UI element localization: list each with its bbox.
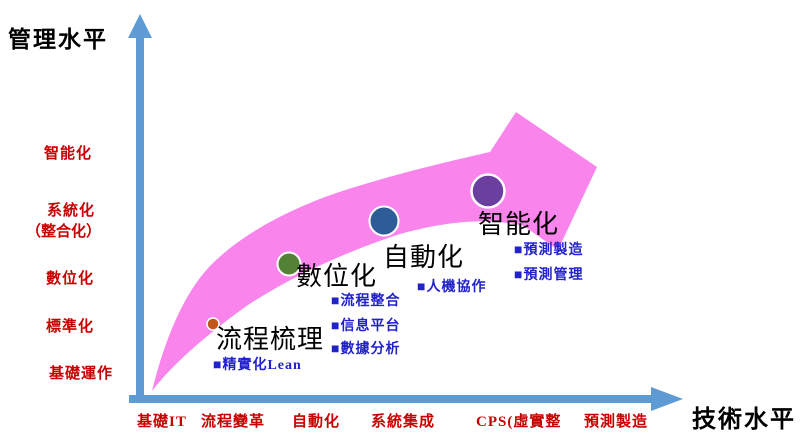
x-axis-arrowhead-icon bbox=[651, 387, 683, 411]
x-axis-label-cps: CPS(虛實整 bbox=[476, 414, 562, 430]
y-axis-label-basic-operation: 基礎運作 bbox=[49, 366, 114, 382]
stage-item-data-analysis: ■數據分析 bbox=[331, 342, 401, 357]
stage-label-process-combing: 流程梳理 bbox=[216, 325, 325, 354]
x-axis-title: 技術水平 bbox=[692, 407, 796, 433]
stage-label-digitalization: 數位化 bbox=[296, 262, 378, 291]
x-axis-label-process-change: 流程變革 bbox=[201, 414, 266, 430]
stage-item-predictive-mfg: ■預測製造 bbox=[514, 243, 584, 258]
stage-item-predictive-mgmt: ■預測管理 bbox=[514, 268, 584, 283]
x-axis-line bbox=[129, 395, 655, 403]
y-axis-label-standardization: 標準化 bbox=[46, 319, 95, 335]
x-axis-label-basic-it: 基礎IT bbox=[137, 414, 187, 430]
stage-item-info-platform: ■信息平台 bbox=[331, 319, 401, 334]
stage-item-lean: ■精實化Lean bbox=[213, 358, 302, 373]
y-axis-label-systemization: 系統化 bbox=[47, 203, 96, 219]
y-axis-title: 管理水平 bbox=[8, 27, 108, 52]
y-axis-label-intelligence: 智能化 bbox=[44, 146, 93, 162]
y-axis-arrowhead-icon bbox=[128, 14, 152, 38]
y-axis-line bbox=[136, 34, 144, 403]
x-axis-label-system-integration: 系統集成 bbox=[371, 414, 436, 430]
stage-label-automation: 自動化 bbox=[383, 243, 465, 272]
dot-digitalization bbox=[276, 251, 302, 277]
dot-intelligence bbox=[470, 173, 506, 209]
x-axis-label-predictive-mfg: 預測製造 bbox=[584, 414, 649, 430]
stage-item-human-machine: ■人機協作 bbox=[417, 280, 487, 295]
y-axis-label-integration: （整合化） bbox=[26, 224, 102, 240]
stage-item-process-integration: ■流程整合 bbox=[331, 294, 401, 309]
dot-process-combing bbox=[206, 317, 220, 331]
y-axis-label-digitalization: 數位化 bbox=[46, 271, 95, 287]
x-axis-label-automation: 自動化 bbox=[292, 414, 341, 430]
stage-label-intelligence: 智能化 bbox=[478, 210, 560, 239]
dot-automation bbox=[368, 205, 400, 237]
